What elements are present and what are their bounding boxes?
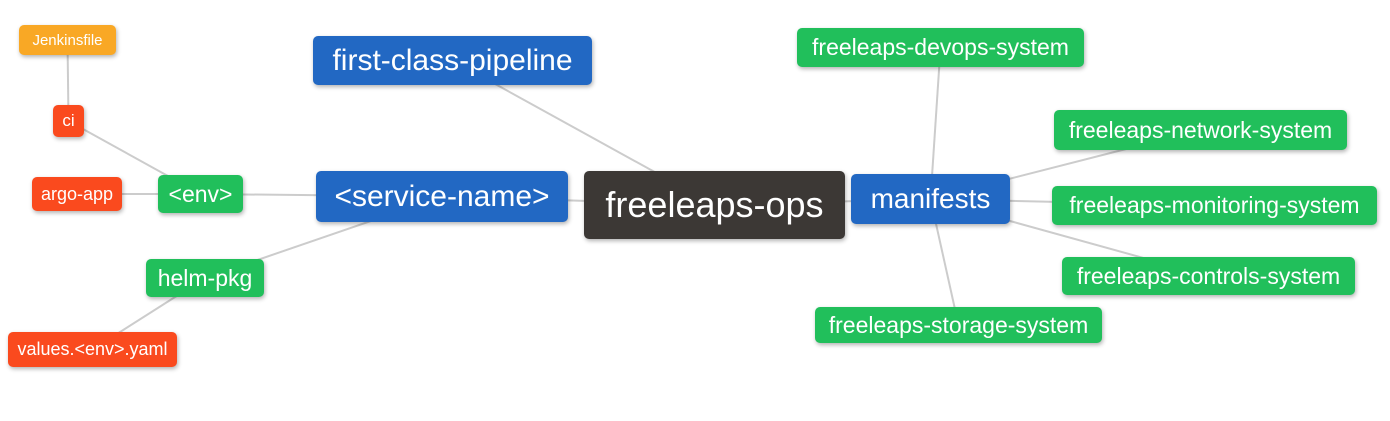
node-freeleaps-storage-system[interactable]: freeleaps-storage-system bbox=[815, 307, 1102, 343]
node-manifests[interactable]: manifests bbox=[851, 174, 1010, 224]
node-freeleaps-network-system[interactable]: freeleaps-network-system bbox=[1054, 110, 1347, 150]
node-freeleaps-ops-root[interactable]: freeleaps-ops bbox=[584, 171, 845, 239]
node-ci[interactable]: ci bbox=[53, 105, 84, 137]
node-helm-pkg[interactable]: helm-pkg bbox=[146, 259, 264, 297]
node-jenkinsfile[interactable]: Jenkinsfile bbox=[19, 25, 116, 55]
node-freeleaps-devops-system[interactable]: freeleaps-devops-system bbox=[797, 28, 1084, 67]
node-env[interactable]: <env> bbox=[158, 175, 243, 213]
node-argo-app[interactable]: argo-app bbox=[32, 177, 122, 211]
node-service-name[interactable]: <service-name> bbox=[316, 171, 568, 222]
node-first-class-pipeline[interactable]: first-class-pipeline bbox=[313, 36, 592, 85]
node-freeleaps-controls-system[interactable]: freeleaps-controls-system bbox=[1062, 257, 1355, 295]
node-freeleaps-monitoring-system[interactable]: freeleaps-monitoring-system bbox=[1052, 186, 1377, 225]
edge-manifests-devops-system bbox=[929, 47, 942, 200]
node-values-env-yaml[interactable]: values.<env>.yaml bbox=[8, 332, 177, 367]
